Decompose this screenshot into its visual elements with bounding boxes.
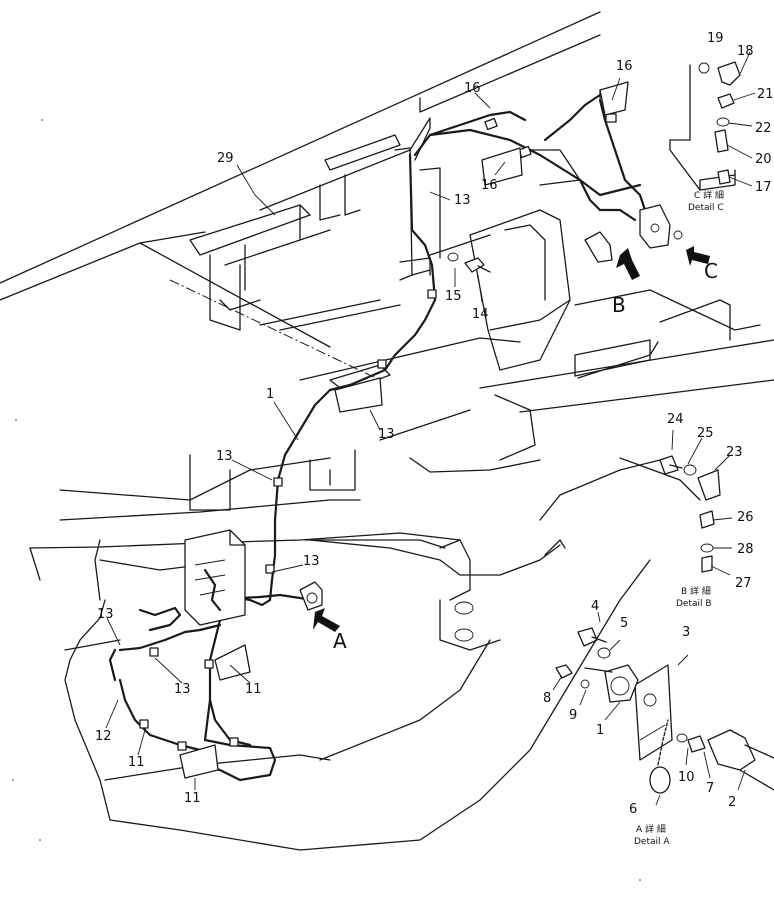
label-21: 21	[757, 87, 774, 102]
label-11: 11	[245, 682, 262, 697]
label-13: 13	[454, 193, 471, 208]
label-4: 4	[591, 599, 599, 614]
detail-a-en: Detail A	[634, 837, 670, 847]
label-19: 19	[707, 31, 724, 46]
label-1: 1	[596, 723, 604, 738]
label-20: 20	[755, 152, 772, 167]
label-15: 15	[445, 289, 462, 304]
label-1: 1	[266, 387, 274, 402]
label-18: 18	[737, 44, 754, 59]
label-16: 16	[464, 81, 481, 96]
clamps	[139, 89, 617, 751]
detail-c-en: Detail C	[688, 203, 724, 213]
label-13: 13	[97, 607, 114, 622]
label-29: 29	[217, 151, 234, 166]
label-13: 13	[378, 427, 395, 442]
label-25: 25	[697, 426, 714, 441]
detail-b-en: Detail B	[676, 599, 712, 609]
label-9: 9	[569, 708, 577, 723]
part-labels: 29 16 16 16 13 15 14 1 13 13 13 13 13 11…	[95, 31, 774, 847]
label-2: 2	[728, 795, 736, 810]
scan-dots	[12, 119, 641, 881]
label-28: 28	[737, 542, 754, 557]
label-11: 11	[128, 755, 145, 770]
detail-a	[552, 611, 774, 806]
view-c-label: C	[704, 259, 718, 283]
label-6: 6	[629, 802, 637, 817]
label-24: 24	[667, 412, 684, 427]
view-a-label: A	[333, 629, 347, 653]
frame-structure	[0, 11, 774, 851]
connector-a	[299, 581, 323, 611]
label-17: 17	[755, 180, 772, 195]
cover-plates	[179, 81, 629, 779]
bolt-14	[447, 252, 491, 273]
label-13: 13	[303, 554, 320, 569]
label-22: 22	[755, 121, 772, 136]
junction-box	[184, 529, 246, 626]
label-16: 16	[481, 178, 498, 193]
label-12: 12	[95, 729, 112, 744]
label-11: 11	[184, 791, 201, 806]
view-arrows	[313, 246, 710, 632]
connector-bc	[584, 204, 683, 263]
label-14: 14	[472, 307, 489, 322]
detail-c-jp: C 詳 細	[694, 189, 724, 201]
label-23: 23	[726, 445, 743, 460]
label-27: 27	[735, 576, 752, 591]
label-13: 13	[174, 682, 191, 697]
detail-a-jp: A 詳 細	[636, 823, 666, 835]
label-5: 5	[620, 616, 628, 631]
label-3: 3	[682, 625, 690, 640]
label-13: 13	[216, 449, 233, 464]
detail-c	[669, 51, 756, 191]
label-16: 16	[616, 59, 633, 74]
detail-b	[659, 429, 733, 576]
leader-lines	[105, 77, 621, 790]
label-26: 26	[737, 510, 754, 525]
view-b-label: B	[612, 293, 626, 317]
label-10: 10	[678, 770, 695, 785]
label-7: 7	[706, 781, 714, 796]
detail-b-jp: B 詳 細	[681, 585, 711, 597]
label-8: 8	[543, 691, 551, 706]
